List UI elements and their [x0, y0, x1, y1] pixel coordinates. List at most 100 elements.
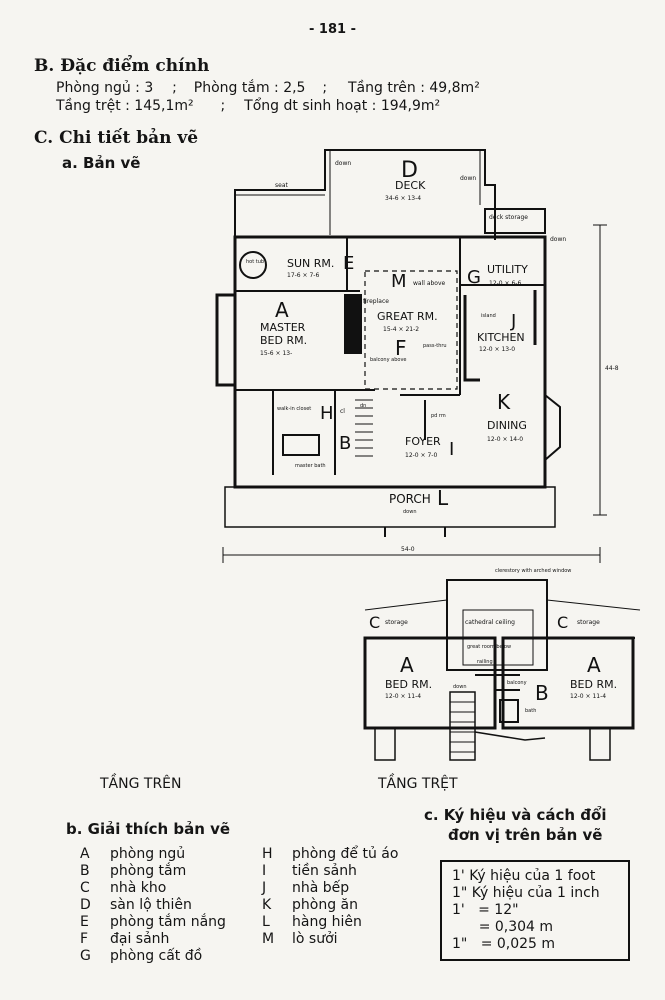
legend-heading: b. Giải thích bản vẽ	[66, 820, 231, 838]
symbol-line: 1' = 12"	[452, 902, 519, 918]
dining-label: DINING	[487, 419, 527, 432]
legend-key: D	[80, 897, 91, 913]
letter-h: H	[320, 403, 334, 424]
pass-thru-label: pass-thru	[423, 343, 447, 349]
letter-m: M	[391, 271, 407, 292]
symbol-line: 1" Ký hiệu của 1 inch	[452, 885, 600, 901]
porch-label: PORCH	[389, 492, 431, 506]
legend-value: lò sưởi	[292, 931, 338, 947]
letter-f: F	[395, 336, 407, 360]
bed-room-dim: 12-0 × 11-4	[385, 693, 421, 700]
legend-key: E	[80, 914, 89, 930]
width-dimension: 54-0	[401, 546, 415, 553]
letter-g: G	[467, 267, 481, 288]
bath-label: bath	[525, 708, 536, 714]
master-dim: 15-6 × 13-	[260, 350, 292, 357]
balcony-label: balcony	[507, 680, 527, 686]
letter-a: A	[400, 653, 414, 677]
bathtub	[282, 434, 320, 456]
foyer-label: FOYER	[405, 435, 441, 448]
legend-key: G	[80, 948, 91, 964]
legend-key: A	[80, 846, 90, 862]
section-c-heading: C. Chi tiết bản vẽ	[34, 128, 199, 148]
legend-value: phòng để tủ áo	[292, 846, 399, 862]
upper-floor-area: Tầng trên : 49,8m²	[348, 80, 480, 96]
letter-c: C	[557, 613, 568, 632]
separator: ;	[322, 80, 328, 96]
deck-storage-label: deck storage	[489, 214, 528, 221]
legend-value: nhà kho	[110, 880, 167, 896]
foyer-dim: 12-0 × 7-0	[405, 452, 437, 459]
symbol-line: 1' Ký hiệu của 1 foot	[452, 868, 596, 884]
stair-label: dn	[360, 403, 366, 409]
spec-line-1: Phòng ngủ : 3 ; Phòng tắm : 2,5 ; Tầng t…	[56, 80, 480, 96]
clerestory-label: clerestory with arched window	[495, 568, 571, 574]
symbols-heading: c. Ký hiệu và cách đổi	[424, 806, 607, 824]
sun-room-label: SUN RM.	[287, 257, 334, 270]
legend-value: phòng tắm nắng	[110, 914, 226, 930]
letter-c: C	[369, 613, 380, 632]
dining-dim: 12-0 × 14-0	[487, 436, 523, 443]
symbol-line: = 0,304 m	[452, 919, 554, 935]
legend-key: M	[262, 931, 275, 947]
bedrooms-text: Phòng ngủ : 3	[56, 80, 154, 96]
legend-value: đại sảnh	[110, 931, 170, 947]
deck-outline	[234, 149, 496, 240]
upper-floor-plan: clerestory with arched window C storage …	[363, 568, 641, 761]
spec-line-2: Tầng trệt : 145,1m² ; Tổng dt sinh hoạt …	[56, 98, 440, 114]
separator: ;	[172, 80, 177, 96]
legend-value: sàn lộ thiên	[110, 897, 192, 913]
master-bed-label: MASTER	[260, 321, 306, 334]
deck-letter: D	[401, 158, 418, 183]
kitchen-dim: 12-0 × 13-0	[479, 346, 515, 353]
letter-k: K	[497, 390, 511, 414]
legend-value: phòng tắm	[110, 863, 187, 879]
kitchen-label: KITCHEN	[477, 331, 525, 344]
symbols-box: 1' Ký hiệu của 1 foot 1" Ký hiệu của 1 i…	[440, 860, 630, 961]
letter-l: L	[437, 486, 449, 510]
master-bath-label: master bath	[295, 463, 326, 469]
letter-b: B	[339, 433, 351, 454]
legend-value: phòng ăn	[292, 897, 358, 913]
bed-room-label: BED RM.	[570, 678, 617, 691]
powder-room-label: pd rm	[431, 413, 446, 419]
porch-outline	[224, 486, 556, 528]
legend-value: tiền sảnh	[292, 863, 357, 879]
legend-key: B	[80, 863, 90, 879]
letter-j: J	[510, 311, 516, 332]
storage-label: storage	[385, 619, 408, 626]
depth-dimension: 44-8	[605, 365, 619, 372]
cathedral-ceiling-label: cathedral ceiling	[465, 619, 515, 626]
letter-a: A	[275, 298, 289, 322]
legend-key: K	[262, 897, 272, 913]
hot-tub-label: hot tub	[246, 259, 264, 265]
letter-e: E	[343, 253, 354, 274]
down-label: down	[550, 236, 566, 243]
sun-room-dim: 17-6 × 7-6	[287, 272, 319, 279]
section-b-heading: B. Đặc điểm chính	[34, 56, 210, 76]
deck-label: DECK	[395, 179, 426, 192]
balcony-above-label: balcony above	[370, 357, 406, 363]
legend-key: H	[262, 846, 273, 862]
down-label: down	[403, 509, 417, 515]
ground-floor-plan: D DECK 34-6 × 13-4 seat down down deck s…	[215, 149, 619, 563]
legend-key: I	[262, 863, 267, 879]
legend-key: J	[262, 880, 267, 896]
ground-floor-area: Tầng trệt : 145,1m²	[56, 98, 194, 114]
legend-value: nhà bếp	[292, 880, 350, 896]
bed-room-dim: 12-0 × 11-4	[570, 693, 606, 700]
walk-in-closet-label: walk-in closet	[277, 406, 311, 412]
deck-storage-box	[484, 208, 546, 234]
upper-floor-caption: TẦNG TRÊN	[100, 776, 182, 792]
wall-above-label: wall above	[413, 280, 446, 287]
